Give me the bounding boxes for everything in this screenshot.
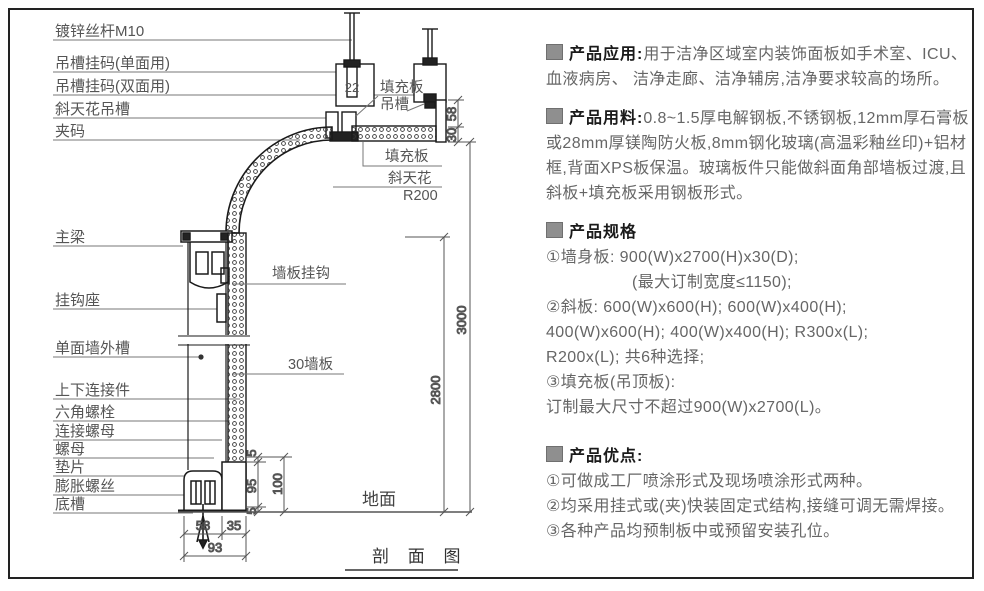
label-filler-channel-2: 吊槽	[380, 96, 409, 113]
advantage-line: ①可做成工厂喷涂形式及现场喷涂形式两种。	[546, 473, 873, 490]
specs-heading: 产品规格	[569, 224, 638, 241]
advantage-line: ②均采用挂式或(夹)快装固定式结构,接缝可调无需焊接。	[546, 498, 955, 515]
label-connecting-nut: 连接螺母	[55, 423, 115, 440]
dim-58-bottom: 58	[196, 518, 210, 533]
label-base-channel: 底槽	[55, 496, 85, 513]
drawing-caption: 剖 面 图	[372, 547, 467, 566]
application-heading: 产品应用:	[569, 46, 644, 63]
label-main-beam: 主梁	[55, 229, 85, 246]
dim-100: 100	[270, 473, 285, 495]
square-bullet-icon	[546, 446, 563, 462]
label-washer: 垫片	[55, 459, 85, 476]
dim-bottom: 58 35 93	[179, 516, 251, 562]
spec-line: (最大订制宽度≤1150);	[632, 274, 792, 291]
label-nut: 螺母	[55, 441, 85, 458]
dim-5-bottom: 5	[244, 507, 259, 514]
label-r200: R200	[403, 188, 438, 204]
label-connector: 上下连接件	[55, 382, 130, 399]
label-hex-bolt: 六角螺栓	[55, 404, 115, 421]
section-application: 产品应用:用于洁净区域室内装饰面板如手术室、ICU、血液病房、 洁净走廊、洁净辅…	[546, 42, 970, 92]
filler-panel-top	[351, 125, 437, 142]
ceiling-channel	[325, 99, 447, 143]
label-30-wall-panel: 30墙板	[288, 355, 334, 373]
hanger-brackets	[335, 57, 447, 109]
dim-58-top: 58	[444, 107, 459, 121]
skirting	[221, 461, 247, 512]
section-advantages: 产品优点: ①可做成工厂喷涂形式及现场喷涂形式两种。 ②均采用挂式或(夹)快装固…	[546, 444, 970, 544]
label-hanger-double: 吊槽挂码(双面用)	[55, 78, 170, 95]
label-wall-hook: 墙板挂钩	[272, 264, 330, 282]
dim-2800: 2800	[428, 376, 443, 405]
dim-35: 35	[227, 518, 241, 533]
spec-line: ①墙身板: 900(W)x2700(H)x30(D);	[546, 249, 799, 266]
materials-heading: 产品用料:	[569, 110, 644, 127]
curved-panel	[225, 126, 333, 234]
drawing-frame-border	[8, 8, 974, 579]
label-hook-seat: 挂钩座	[55, 292, 100, 309]
advantages-heading: 产品优点:	[569, 448, 644, 465]
dim-22: 22	[345, 80, 359, 95]
spec-line: ②斜板: 600(W)x600(H); 600(W)x400(H);	[546, 299, 847, 316]
square-bullet-icon	[546, 108, 563, 124]
dim-95: 95	[244, 479, 259, 493]
label-filler-panel: 填充板	[385, 147, 429, 165]
label-slant-ceiling: 斜天花	[388, 170, 432, 187]
square-bullet-icon	[546, 44, 563, 60]
dim-3000: 3000	[454, 306, 469, 335]
square-bullet-icon	[546, 222, 563, 238]
spec-line: R200x(L); 共6种选择;	[546, 349, 705, 366]
label-filler-channel-1: 填充板	[380, 78, 424, 96]
callout-labels: 镀锌丝杆M10 吊槽挂码(单面用) 吊槽挂码(双面用) 斜天花吊槽 夹码 主梁 …	[53, 23, 414, 514]
spec-line: 400(W)x600(H); 400(W)x400(H); R300x(L);	[546, 324, 869, 341]
dim-heights: 3000 2800	[405, 137, 475, 517]
ground-label: 地面	[362, 490, 396, 509]
label-threaded-rod: 镀锌丝杆M10	[55, 23, 144, 40]
product-info-panel: 产品应用:用于洁净区域室内装饰面板如手术室、ICU、血液病房、 洁净走廊、洁净辅…	[546, 42, 970, 544]
section-specs: 产品规格 ①墙身板: 900(W)x2700(H)x30(D); (最大订制宽度…	[546, 220, 970, 420]
label-slant-ceiling-channel: 斜天花吊槽	[55, 101, 130, 118]
label-clamp: 夹码	[55, 123, 85, 140]
materials-body: 0.8~1.5厚电解钢板,不锈钢板,12mm厚石膏板或28mm厚镁陶防火板,8m…	[546, 110, 969, 202]
spec-line: ③填充板(吊顶板):	[546, 374, 676, 391]
wall-panel	[178, 232, 250, 493]
base-assembly	[178, 461, 248, 550]
dim-top-right: 58 30	[444, 95, 476, 147]
application-body: 用于洁净区域室内装饰面板如手术室、ICU、血液病房、 洁净走廊、洁净辅房,洁净要…	[546, 46, 968, 88]
label-hanger-single: 吊槽挂码(单面用)	[55, 55, 170, 72]
hook-seat	[216, 293, 227, 323]
label-single-wall-outer-channel: 单面墙外槽	[55, 340, 130, 357]
dim-93: 93	[208, 540, 222, 555]
section-materials: 产品用料:0.8~1.5厚电解钢板,不锈钢板,12mm厚石膏板或28mm厚镁陶防…	[546, 106, 970, 206]
advantage-line: ③各种产品均预制板中或预留安装孔位。	[546, 523, 840, 540]
part-labels: 填充板 吊槽 填充板 斜天花 R200 墙板挂钩 30墙板	[233, 78, 442, 375]
dim-30-top: 30	[444, 128, 459, 142]
dim-skirting: 5 95 5 100	[244, 449, 292, 517]
spec-line: 订制最大尺寸不超过900(W)x2700(L)。	[546, 399, 832, 416]
main-beam	[180, 230, 233, 470]
dim-5-top: 5	[244, 449, 259, 456]
label-expansion-screw: 膨胀螺丝	[55, 478, 115, 495]
